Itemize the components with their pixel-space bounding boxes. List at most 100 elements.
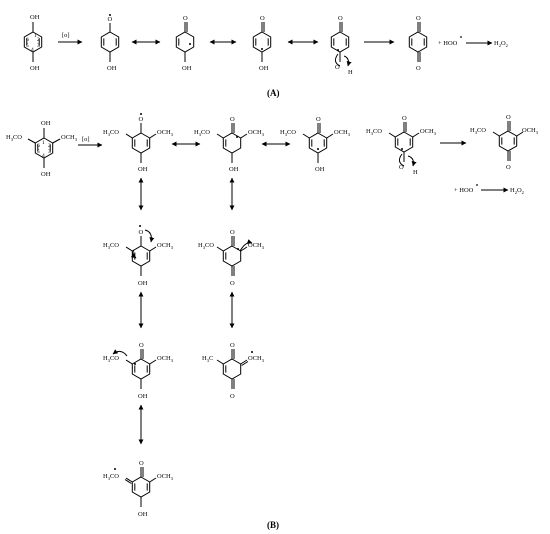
b-left-resonance-3: O OH H3CO OCH3 (103, 460, 174, 518)
oh-label: OH (229, 166, 239, 173)
oh-label: OH (30, 14, 40, 21)
panel-a: OH OH 1 2 3 4 5 6 [o] O OH (23, 14, 508, 98)
oh-label: OH (41, 120, 51, 127)
o-label: O (139, 116, 144, 123)
h3co-label: H3CO (198, 242, 214, 250)
o-label: O (506, 164, 511, 171)
h3co-label: H3CO (103, 473, 119, 481)
och3-label: OCH3 (61, 134, 78, 142)
ring-number: 2 (48, 143, 51, 149)
phenoxy-radical-structure: O OH (100, 14, 120, 72)
o-label: O (230, 342, 235, 349)
oh-label: OH (138, 393, 148, 400)
resonance-structure-2: O OH (252, 15, 272, 72)
o-label: O (260, 15, 265, 22)
dimethoxybenzoquinone-structure: O O H3CO OCH3 (470, 114, 539, 171)
h3co-label: H3CO (194, 129, 210, 137)
oh-label: OH (182, 65, 192, 72)
h3co-label: H3CO (366, 128, 382, 136)
o-label: O (399, 164, 404, 171)
h-label: H (413, 169, 418, 176)
h3co-label: H3CO (103, 242, 119, 250)
o-label: O (335, 64, 340, 71)
h3co-label: H3CO (280, 129, 296, 137)
oh-label: OH (41, 171, 51, 178)
oh-label: OH (138, 511, 148, 518)
o-label: O (230, 393, 235, 400)
ring-number: 4 (31, 47, 34, 53)
ring-number: 2 (37, 37, 40, 43)
och3-label: OCH3 (334, 129, 351, 137)
o-label: O (230, 116, 235, 123)
byproduct-a: + HOO H2O2 (438, 36, 508, 48)
och3-label: OCH3 (157, 355, 174, 363)
o-label: O (139, 460, 144, 467)
panel-a-caption: (A) (267, 88, 280, 98)
h2o2-label: H2O2 (510, 187, 524, 195)
ring-number: 6 (26, 37, 29, 43)
och3-label: OCH3 (157, 242, 174, 250)
o-label: O (139, 229, 144, 236)
o-label: O (316, 116, 321, 123)
b-left-resonance-1: O OH H3CO OCH3 (103, 225, 174, 287)
b-resonance-1: O OH H3CO OCH3 (194, 116, 265, 173)
ring-number: 1 (42, 140, 45, 146)
h3c-label: H3C (202, 355, 213, 363)
ring-number: 3 (37, 43, 40, 49)
oxidation-label: [o] (62, 32, 70, 39)
ring-number: 4 (42, 153, 45, 159)
o-label: O (416, 65, 421, 72)
och3-label: OCH3 (157, 473, 174, 481)
hoo-label: + HOO (454, 187, 474, 194)
panel-b: OH OH H3CO OCH3 1 2 3 4 5 6 [o] O OH H3C… (6, 113, 539, 530)
oh-label: OH (259, 65, 269, 72)
och3-label: OCH3 (420, 128, 437, 136)
h3co-label: H3CO (103, 129, 119, 137)
o-label: O (230, 229, 235, 236)
o-label: O (402, 115, 407, 122)
och3-label: OCH3 (157, 129, 174, 137)
och3-label: OCH3 (248, 355, 265, 363)
b-resonance-3: O O H H3CO OCH3 (366, 115, 437, 176)
b-right-resonance-1: O O H3CO OCH3 (198, 229, 265, 287)
och3-label: OCH3 (248, 242, 265, 250)
dimethoxy-phenoxy-radical: O OH H3CO OCH3 (103, 113, 174, 173)
oh-label: OH (138, 166, 148, 173)
byproduct-b: + HOO H2O2 (454, 184, 524, 195)
och3-label: OCH3 (248, 129, 265, 137)
ring-number: 1 (34, 33, 37, 39)
resonance-structure-1: O OH (175, 15, 195, 72)
o-label: O (338, 15, 343, 22)
h3co-label: H3CO (470, 127, 486, 135)
panel-b-caption: (B) (267, 520, 279, 530)
ring-number: 6 (37, 143, 40, 149)
ring-number: 3 (48, 149, 51, 155)
o-label: O (230, 280, 235, 287)
h2o2-label: H2O2 (494, 40, 508, 48)
o-label: O (506, 114, 511, 121)
h3co-label: H3CO (103, 355, 119, 363)
b-resonance-2: O OH H3CO OCH3 (280, 116, 351, 173)
resonance-structure-3: O O H (330, 15, 353, 76)
hoo-label: + HOO (438, 40, 458, 47)
o-label: O (416, 15, 421, 22)
oh-label: OH (138, 280, 148, 287)
b-left-resonance-2: O OH H3CO OCH3 (103, 342, 174, 400)
o-label: O (139, 342, 144, 349)
benzoquinone-structure: O O (408, 15, 428, 72)
o-label: O (108, 16, 113, 23)
oh-label: OH (30, 65, 40, 72)
b-right-resonance-2: O O H3C OCH3 (202, 342, 265, 400)
ring-number: 5 (37, 149, 40, 155)
oh-label: OH (107, 65, 117, 72)
ring-number: 5 (26, 43, 29, 49)
oh-label: OH (315, 166, 325, 173)
oxidation-label: [o] (82, 136, 90, 143)
dimethoxyhydroquinone-structure: OH OH H3CO OCH3 1 2 3 4 5 6 (6, 120, 78, 178)
h-label: H (348, 69, 353, 76)
o-label: O (183, 15, 188, 22)
h3co-label: H3CO (6, 134, 22, 142)
och3-label: OCH3 (522, 127, 539, 135)
hydroquinone-structure: OH OH 1 2 3 4 5 6 (23, 14, 43, 72)
